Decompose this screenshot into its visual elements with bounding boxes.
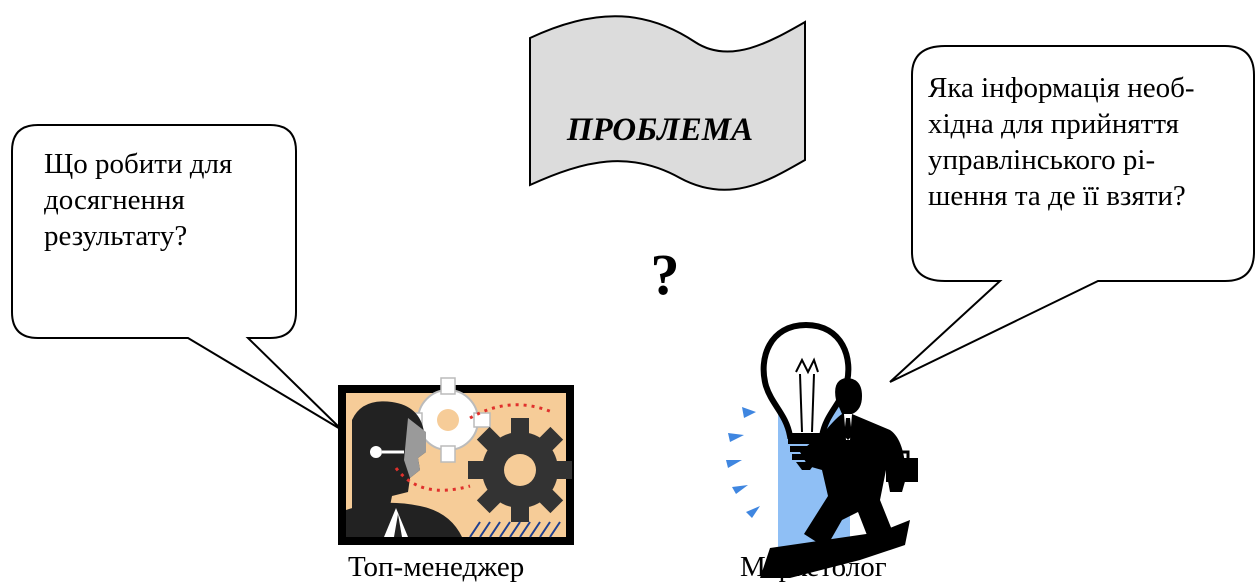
- problem-label: ПРОБЛЕМА: [566, 112, 754, 148]
- left-bubble-line: досягнення: [44, 184, 185, 216]
- top-manager-caption: Топ-менеджер: [348, 551, 525, 583]
- manager-gears-icon: [338, 377, 574, 545]
- right-bubble-line: хідна для прийняття: [928, 108, 1179, 140]
- right-speech-bubble: [889, 45, 1255, 383]
- left-bubble-text: Що робити для досягнення результату?: [44, 146, 232, 254]
- question-mark: ?: [650, 242, 680, 307]
- right-bubble-text: Яка інформація необ- хідна для прийняття…: [928, 70, 1195, 214]
- problem-banner: [529, 15, 806, 191]
- right-bubble-line: управлінського рі-: [928, 144, 1156, 176]
- right-bubble-line: шення та де її взяти?: [928, 180, 1186, 212]
- right-bubble-line: Яка інформація необ-: [928, 72, 1195, 104]
- marketer-caption: Маркетолог: [740, 551, 887, 583]
- left-bubble-line: результату?: [44, 220, 188, 252]
- marketer-lightbulb-icon: [726, 321, 918, 578]
- left-bubble-line: Що робити для: [44, 148, 233, 180]
